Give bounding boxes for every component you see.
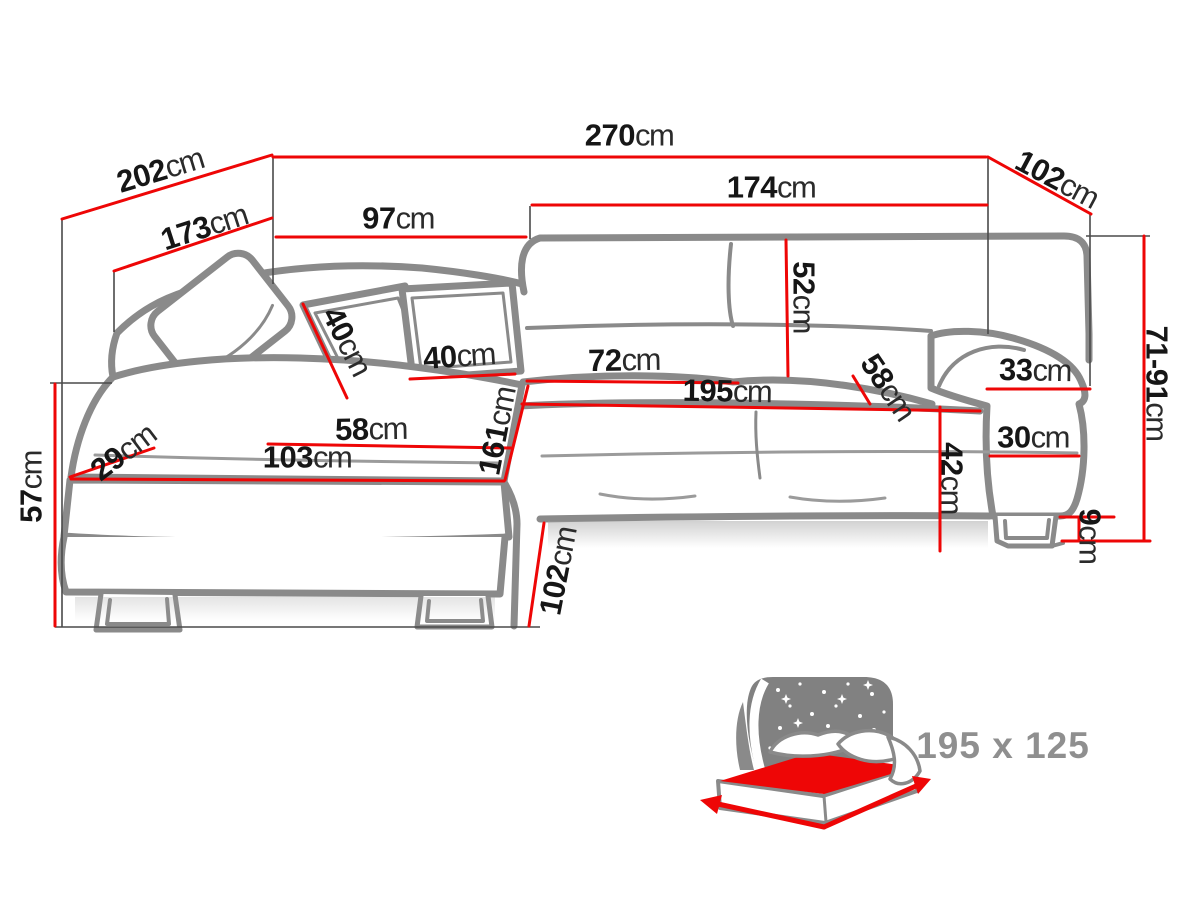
mattress-front-seam (822, 795, 828, 823)
moon-swoosh (749, 678, 769, 773)
sleeping-area-size-label: 195 x 125 (916, 725, 1090, 766)
dim-line-195 (520, 402, 982, 413)
seat-crease-arc-1 (598, 492, 697, 501)
pillow-right (398, 279, 525, 383)
dimension-lines (53, 153, 1152, 628)
backrest-crease-vertical (726, 242, 735, 328)
mattress-top-red (720, 753, 914, 794)
extension-lines (50, 156, 1150, 628)
chaise-base (57, 533, 509, 598)
seat-crease-arc-2 (788, 495, 887, 503)
right-front-leg-inner (1003, 518, 1051, 540)
pillow-right-piping (410, 291, 513, 371)
headboard-tail (736, 702, 754, 770)
dim-line-102t (986, 155, 1093, 216)
dim-line-202 (60, 153, 274, 221)
dim-line-102b (527, 521, 546, 628)
dim-line-72 (525, 379, 740, 385)
seat-front-crease (540, 450, 1079, 458)
sofa-bed-sleeping-function-icon (700, 677, 931, 830)
dim-line-40b (408, 372, 517, 381)
dim-line-173 (112, 216, 274, 273)
seat-center-split (754, 410, 762, 480)
dim-line-40a (301, 302, 349, 400)
backrest-crease-horizontal (525, 322, 933, 333)
chaise-back-band (113, 262, 526, 337)
bed-size-arrows (700, 776, 931, 830)
dim-line-161 (503, 384, 530, 482)
chaise-back-left-edge (108, 329, 121, 381)
dim-line-52 (784, 238, 790, 378)
bed-pillows (768, 728, 922, 786)
armrest (927, 327, 1089, 520)
chaise-base-shadow (75, 597, 495, 621)
chaise-right-side-face (500, 478, 521, 630)
chaise-seat (67, 354, 526, 485)
sofa-outline (57, 232, 1093, 633)
right-base-shadow (548, 521, 988, 548)
dim-line-103 (69, 477, 506, 483)
dim-line-29 (68, 446, 156, 479)
right-leg-foot-flare (1050, 541, 1065, 548)
seat-base-bottom (536, 512, 994, 523)
armrest-roll-crease (937, 344, 1026, 388)
chaise-seat-crease (93, 453, 500, 465)
dim-line-58c (266, 442, 513, 450)
chaise-front-face (60, 476, 513, 545)
dim-line-58r (851, 374, 872, 406)
